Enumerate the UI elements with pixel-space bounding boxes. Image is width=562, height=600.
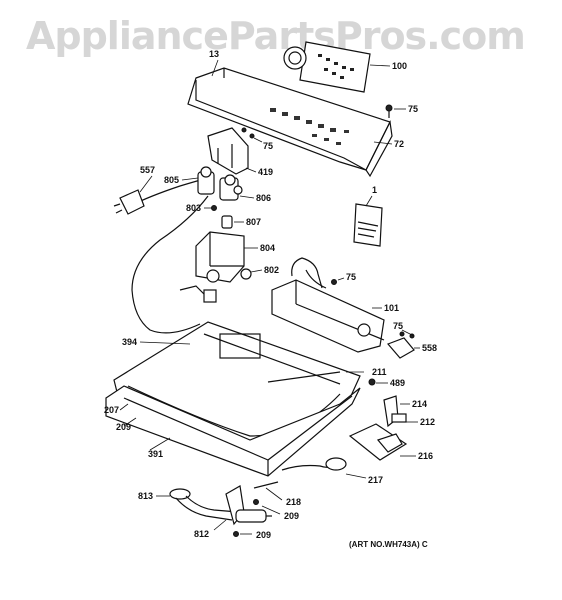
watermark-logo: AppliancePartsPros.com — [26, 14, 526, 58]
part-218-fastener[interactable] — [253, 481, 279, 489]
part-75-screw[interactable] — [385, 104, 393, 118]
part-419-bracket[interactable] — [207, 127, 249, 175]
part-100-control-board[interactable] — [283, 41, 371, 93]
callout-75: 75 — [393, 321, 404, 331]
callout-394: 394 — [122, 337, 138, 347]
part-216-dispenser[interactable] — [348, 423, 408, 461]
callout-214: 214 — [412, 399, 428, 409]
part-557-power-cord[interactable] — [113, 177, 209, 334]
callout-391: 391 — [148, 449, 164, 459]
callout-211: 211 — [372, 367, 387, 377]
part-558-lid-switch[interactable] — [386, 331, 415, 359]
part-807-filter[interactable] — [221, 215, 233, 229]
callout-207: 207 — [104, 405, 120, 415]
callout-209: 209 — [116, 422, 132, 432]
part-101-machine-control[interactable] — [271, 257, 385, 353]
callout-807: 807 — [246, 217, 262, 227]
callout-558: 558 — [422, 343, 438, 353]
callout-75: 75 — [263, 141, 274, 151]
callout-419: 419 — [258, 167, 274, 177]
art-number: (ART NO.WH743A) C — [349, 540, 428, 549]
callout-806: 806 — [256, 193, 272, 203]
callout-804: 804 — [260, 243, 276, 253]
part-804-pressure-switch[interactable] — [195, 231, 245, 283]
part-489-screw[interactable] — [368, 378, 376, 386]
callout-75: 75 — [346, 272, 357, 282]
callout-805: 805 — [164, 175, 180, 185]
part-805-water-valve[interactable] — [197, 166, 215, 195]
callout-209: 209 — [284, 511, 300, 521]
leader-lines — [119, 59, 420, 535]
part-812-hose-clamp[interactable] — [235, 509, 272, 523]
callout-812: 812 — [194, 529, 210, 539]
callout-100: 100 — [392, 61, 408, 71]
callout-212: 212 — [420, 417, 436, 427]
part-802-plug[interactable] — [240, 268, 252, 280]
part-214-bracket[interactable] — [383, 395, 407, 428]
callout-1: 1 — [372, 185, 378, 195]
callout-209: 209 — [256, 530, 272, 540]
callout-216: 216 — [418, 451, 434, 461]
callout-13: 13 — [209, 49, 220, 59]
callout-218: 218 — [286, 497, 302, 507]
part-211-gasket[interactable] — [267, 371, 341, 383]
callout-813: 813 — [138, 491, 154, 501]
callout-802: 802 — [264, 265, 280, 275]
part-803-screw[interactable] — [211, 205, 217, 211]
part-75-screws-bracket[interactable] — [241, 127, 255, 139]
callout-557: 557 — [140, 165, 156, 175]
part-1-literature-bag[interactable] — [353, 203, 383, 247]
cord-clip — [179, 285, 217, 303]
part-209-screws[interactable] — [233, 499, 259, 537]
callout-75: 75 — [408, 104, 419, 114]
part-813-drain-hose[interactable] — [169, 485, 245, 526]
part-391-cabinet-top[interactable] — [105, 385, 361, 477]
callout-72: 72 — [394, 139, 405, 149]
part-75-screw-c[interactable] — [331, 279, 337, 285]
part-72-end-cap[interactable] — [365, 120, 393, 178]
part-806-water-valve[interactable] — [219, 174, 243, 201]
callout-217: 217 — [368, 475, 384, 485]
part-217-hose[interactable] — [281, 457, 347, 471]
callout-803: 803 — [186, 203, 202, 213]
callout-101: 101 — [384, 303, 400, 313]
callout-489: 489 — [390, 378, 406, 388]
